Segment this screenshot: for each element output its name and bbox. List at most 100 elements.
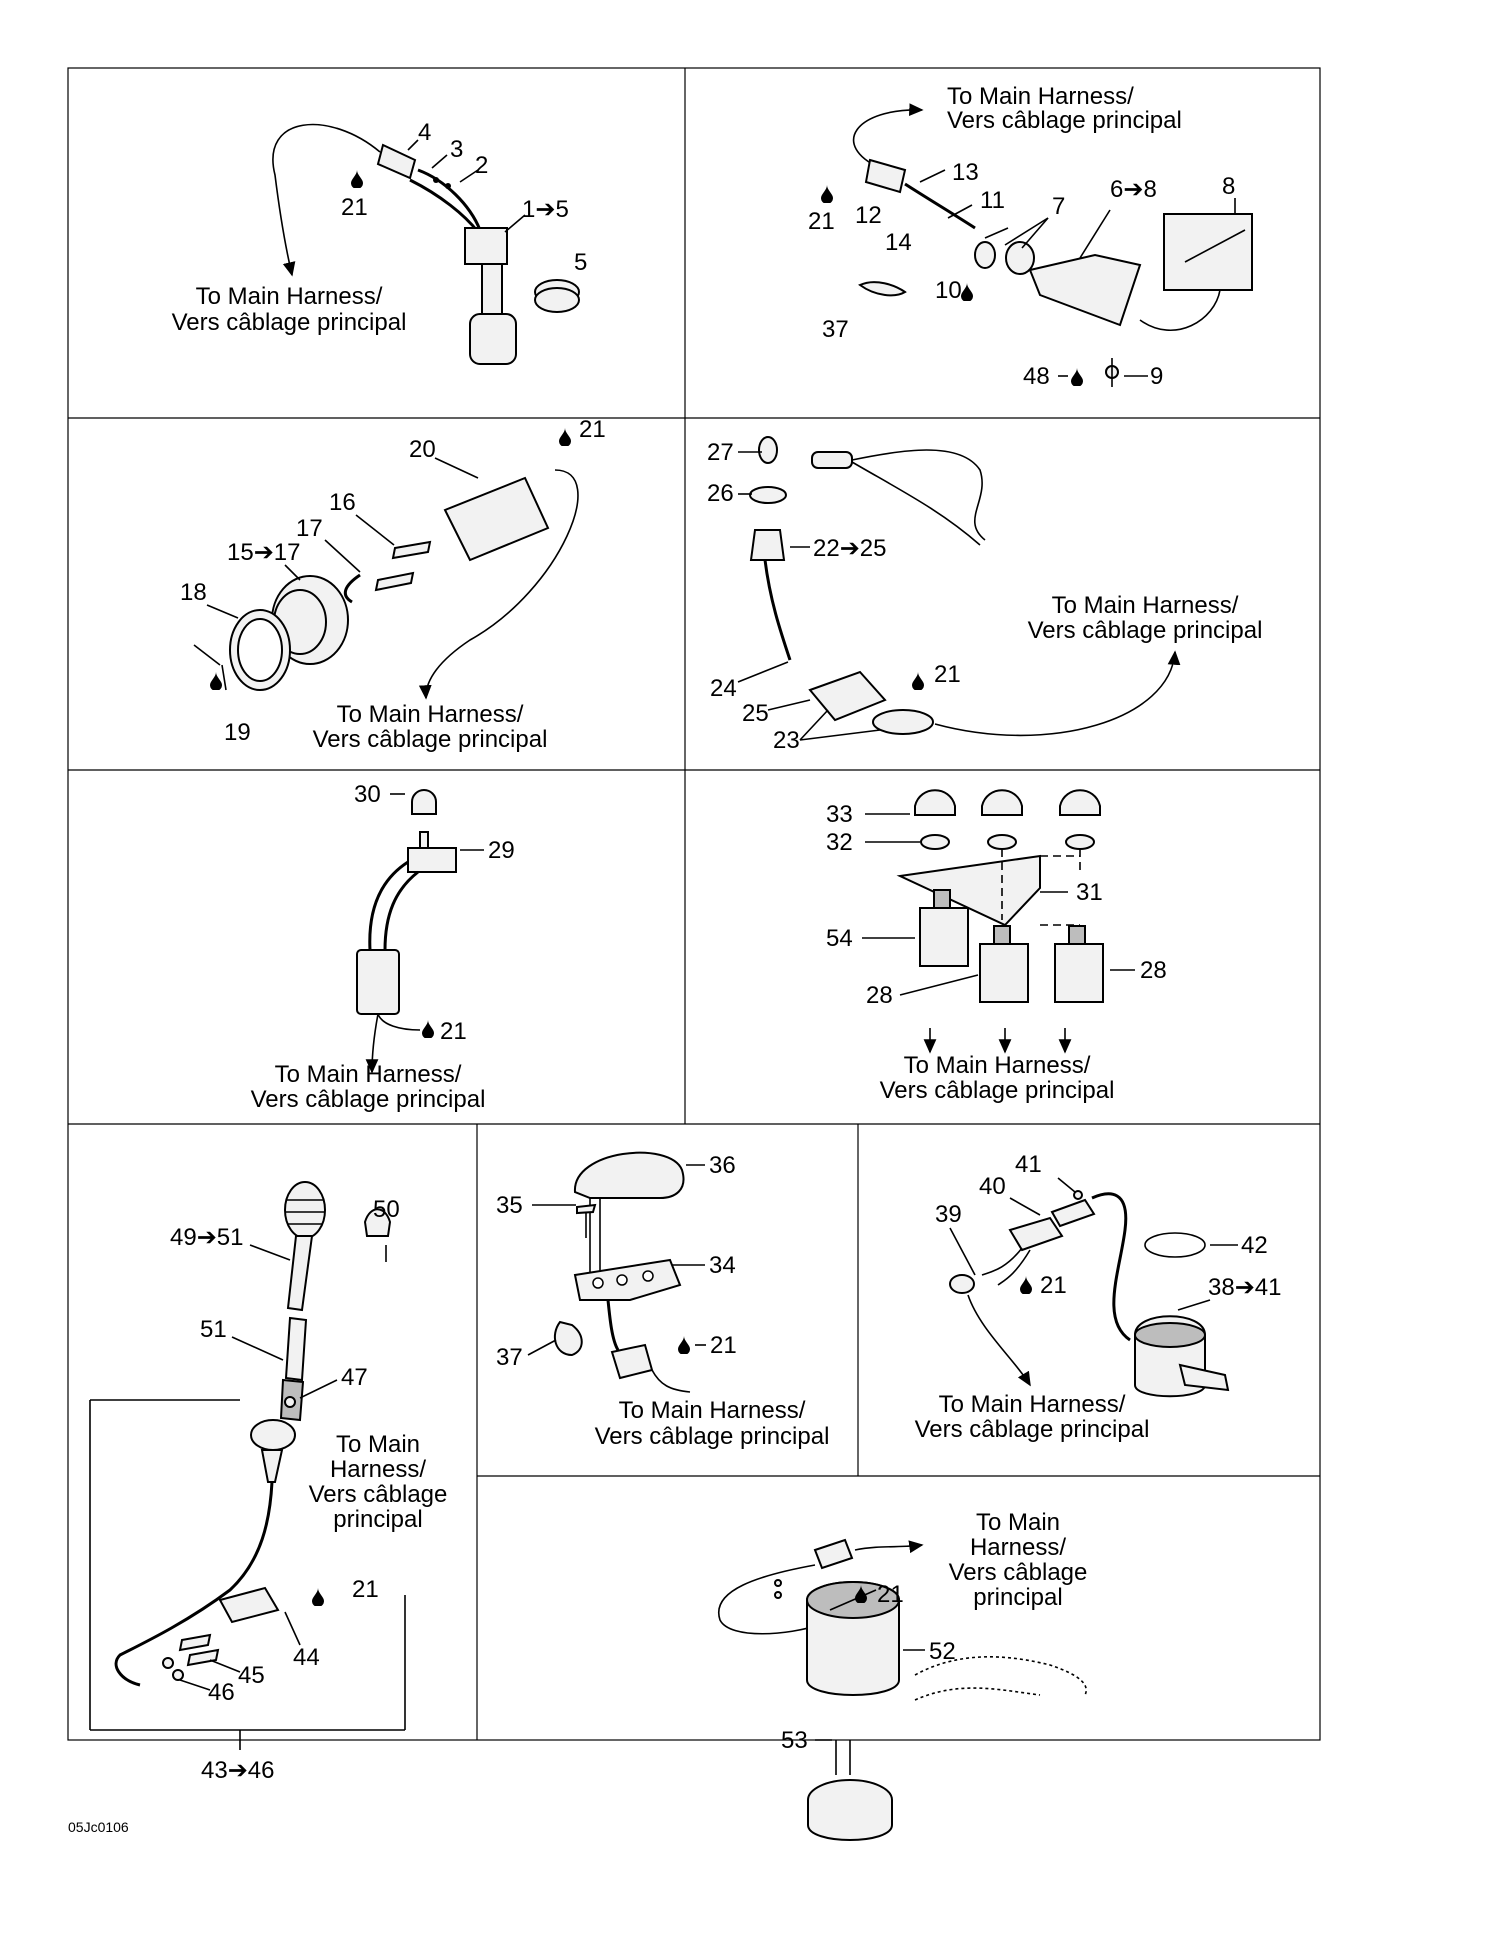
callout-22-25: 22➔25 xyxy=(813,535,887,562)
harness-label-line2: Vers câblage principal xyxy=(880,1077,1115,1104)
callout-24: 24 xyxy=(710,675,737,702)
lanyard-switch xyxy=(749,529,786,561)
callout-21: 21 xyxy=(877,1581,904,1608)
panel-accessory-socket: 20 21 16 17 15➔17 18 19 To Main Harness/… xyxy=(180,416,606,753)
callout-36: 36 xyxy=(709,1152,736,1179)
callout-25: 25 xyxy=(742,700,769,727)
callout-26: 26 xyxy=(707,480,734,507)
callout-10: 10 xyxy=(935,277,962,304)
callout-3: 3 xyxy=(450,136,463,163)
callout-47: 47 xyxy=(341,1364,368,1391)
callout-2: 2 xyxy=(475,152,488,179)
connector-housing xyxy=(376,143,417,180)
callout-1-5: 1➔5 xyxy=(522,196,569,223)
harness-label-line2: Vers câblage principal xyxy=(947,107,1182,134)
harness-label-line2: Harness/ xyxy=(970,1534,1066,1561)
callout-21: 21 xyxy=(579,416,606,443)
sensor-float xyxy=(469,313,517,365)
relay-28a xyxy=(979,943,1029,1003)
panel-bilge-pump: 21 52 53 To Main Harness/ Vers câblage p… xyxy=(717,1509,1088,1841)
callout-28a: 28 xyxy=(866,982,893,1009)
callout-35: 35 xyxy=(496,1192,523,1219)
switch-boot xyxy=(411,789,437,815)
bracket xyxy=(1028,253,1142,327)
harness-label-line4: principal xyxy=(973,1584,1062,1611)
callout-17: 17 xyxy=(296,515,323,542)
drawing-code: 05Jc0106 xyxy=(68,1819,129,1835)
harness-label-line3: Vers câblage xyxy=(309,1481,448,1508)
callout-5: 5 xyxy=(574,249,587,276)
relay-54 xyxy=(919,907,969,967)
harness-label-line1: To Main Harness/ xyxy=(196,283,383,310)
lanyard-washer xyxy=(749,486,787,504)
callout-4: 4 xyxy=(418,119,431,146)
callout-19: 19 xyxy=(224,719,251,746)
callout-21: 21 xyxy=(440,1018,467,1045)
knob-2 xyxy=(981,789,1023,816)
connector-housing xyxy=(864,158,907,194)
panel-safety-lanyard: 27 26 22➔25 24 25 23 21 To Main Harness/… xyxy=(707,436,1263,754)
harness-label-line4: principal xyxy=(333,1506,422,1533)
callout-20: 20 xyxy=(409,436,436,463)
callout-21: 21 xyxy=(341,194,368,221)
callout-48: 48 xyxy=(1023,363,1050,390)
callout-12: 12 xyxy=(855,202,882,229)
panel-horn: 41 40 39 42 21 38➔41 To Main Harness/ Ve… xyxy=(915,1151,1282,1443)
switch-body xyxy=(407,847,457,873)
connector-housing xyxy=(1008,1216,1064,1252)
connector-housing xyxy=(813,1538,854,1570)
switch-connector xyxy=(356,949,400,1015)
callout-40: 40 xyxy=(979,1173,1006,1200)
harness-label-line1: To Main Harness/ xyxy=(337,701,524,728)
callout-21: 21 xyxy=(710,1332,737,1359)
callout-41: 41 xyxy=(1015,1151,1042,1178)
callout-43-46: 43➔46 xyxy=(201,1757,275,1784)
callout-14: 14 xyxy=(885,229,912,256)
callout-44: 44 xyxy=(293,1644,320,1671)
harness-label-line2: Vers câblage principal xyxy=(172,309,407,336)
callout-52: 52 xyxy=(929,1638,956,1665)
outer-frame xyxy=(67,67,1321,1741)
callout-46: 46 xyxy=(208,1679,235,1706)
callout-18: 18 xyxy=(180,579,207,606)
panel-level-sensor: 4 3 2 1➔5 5 21 To Main Harness/ Vers câb… xyxy=(172,119,587,365)
panel-relays: 33 32 31 54 28 28 To Main Harness/ Vers … xyxy=(826,789,1167,1104)
switch-knob xyxy=(1005,241,1035,275)
callout-21: 21 xyxy=(808,208,835,235)
knob-3 xyxy=(1059,789,1101,816)
callout-39: 39 xyxy=(935,1201,962,1228)
callout-7: 7 xyxy=(1052,193,1065,220)
callout-30: 30 xyxy=(354,781,381,808)
callout-21: 21 xyxy=(1040,1272,1067,1299)
harness-label-line2: Harness/ xyxy=(330,1456,426,1483)
harness-label-line1: To Main Harness/ xyxy=(275,1061,462,1088)
callout-16: 16 xyxy=(329,489,356,516)
harness-label-line2: Vers câblage principal xyxy=(1028,617,1263,644)
harness-label-line2: Vers câblage principal xyxy=(915,1416,1150,1443)
panel-navigation-light: 50 49➔51 51 47 21 44 45 46 43➔46 To Main… xyxy=(89,1181,448,1784)
harness-label-line1: To Main Harness/ xyxy=(1052,592,1239,619)
harness-label-line1: To Main xyxy=(976,1509,1060,1536)
callout-21: 21 xyxy=(934,661,961,688)
harness-label-line2: Vers câblage principal xyxy=(313,726,548,753)
callout-29: 29 xyxy=(488,837,515,864)
knob-1 xyxy=(914,789,956,816)
callout-21: 21 xyxy=(352,1576,379,1603)
connector-seal xyxy=(949,1274,975,1294)
callout-13: 13 xyxy=(952,159,979,186)
connector-housing xyxy=(808,670,887,722)
callout-31: 31 xyxy=(1076,879,1103,906)
light-lens xyxy=(284,1181,326,1239)
detail-box xyxy=(1163,213,1253,291)
harness-label-line3: Vers câblage xyxy=(949,1559,1088,1586)
callout-28b: 28 xyxy=(1140,957,1167,984)
callout-49-51: 49➔51 xyxy=(170,1224,244,1251)
harness-label-line1: To Main xyxy=(336,1431,420,1458)
horn-ring xyxy=(1144,1232,1206,1258)
harness-label-line2: Vers câblage principal xyxy=(595,1423,830,1450)
harness-label-line1: To Main Harness/ xyxy=(939,1391,1126,1418)
callout-32: 32 xyxy=(826,829,853,856)
callout-50: 50 xyxy=(373,1196,400,1223)
sensor-head xyxy=(464,227,508,265)
light-connector xyxy=(610,1343,654,1380)
